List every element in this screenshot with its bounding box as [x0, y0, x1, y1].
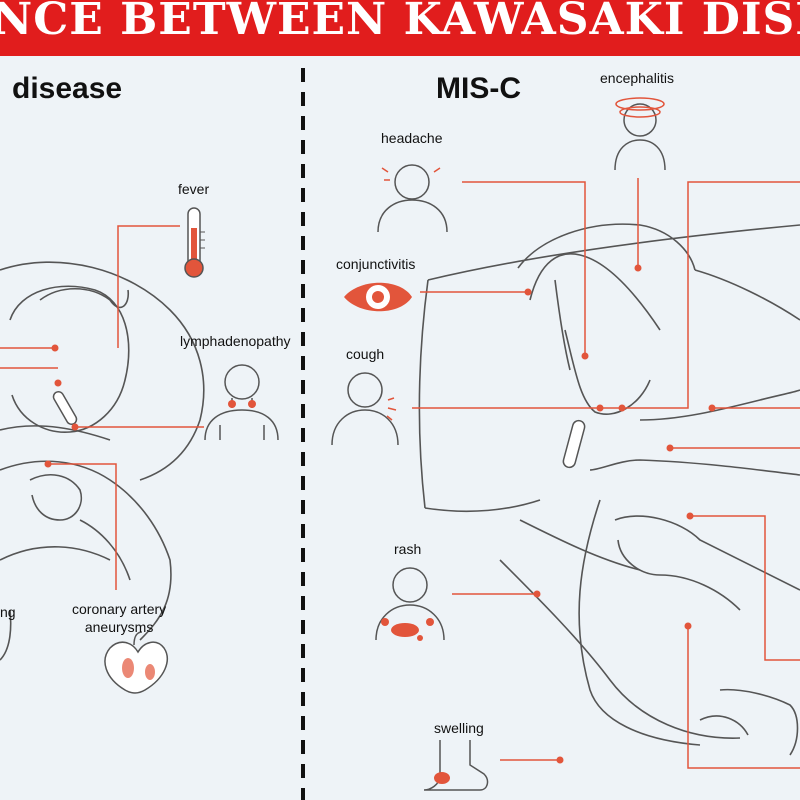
headache-bust-icon: [377, 164, 448, 233]
right-connector-lines: [412, 178, 800, 769]
label-fever: fever: [178, 181, 210, 197]
label-headache: headache: [381, 130, 443, 146]
label-rash: rash: [394, 541, 422, 557]
label-swelling-partial: ng: [0, 604, 16, 620]
banner-title: NCE BETWEEN KAWASAKI DISEASE A: [0, 0, 800, 45]
label-swelling: swelling: [434, 720, 484, 736]
cough-bust-icon: [331, 372, 399, 446]
right-panel-heading: MIS-C: [436, 72, 521, 105]
encephalitis-bust-icon: [614, 97, 666, 171]
lymph-node-marker: [248, 400, 256, 408]
right-marker-dots: [524, 264, 716, 764]
label-encephalitis: encephalitis: [600, 70, 674, 86]
lymph-bust-icon: [204, 364, 279, 441]
rash-spots: [381, 618, 434, 641]
symptom-diagram: [0, 68, 800, 800]
label-cough: cough: [346, 346, 385, 362]
left-connector-lines: [0, 225, 204, 590]
foot-icon: [423, 740, 489, 791]
left-panel-heading: disease: [12, 72, 123, 105]
mouth-thermometer: [52, 390, 78, 426]
label-lymphadenopathy: lymphadenopathy: [180, 333, 291, 349]
title-banner: NCE BETWEEN KAWASAKI DISEASE A: [0, 0, 800, 56]
swelling-mark: [434, 772, 450, 784]
right-child-illustration: [418, 223, 800, 756]
heart-icon: [104, 631, 168, 694]
eye-icon: [344, 282, 412, 312]
left-child-illustration: [0, 261, 205, 661]
label-conjunctivitis: conjunctivitis: [336, 256, 416, 272]
thermometer-icon: [184, 207, 205, 278]
lymph-node-marker: [228, 400, 236, 408]
left-marker-dots: [44, 344, 79, 468]
rash-bust-icon: [375, 567, 445, 641]
label-coronary-artery-aneurysms: coronary artery aneurysms: [72, 601, 167, 635]
mouth-thermometer: [562, 419, 586, 469]
